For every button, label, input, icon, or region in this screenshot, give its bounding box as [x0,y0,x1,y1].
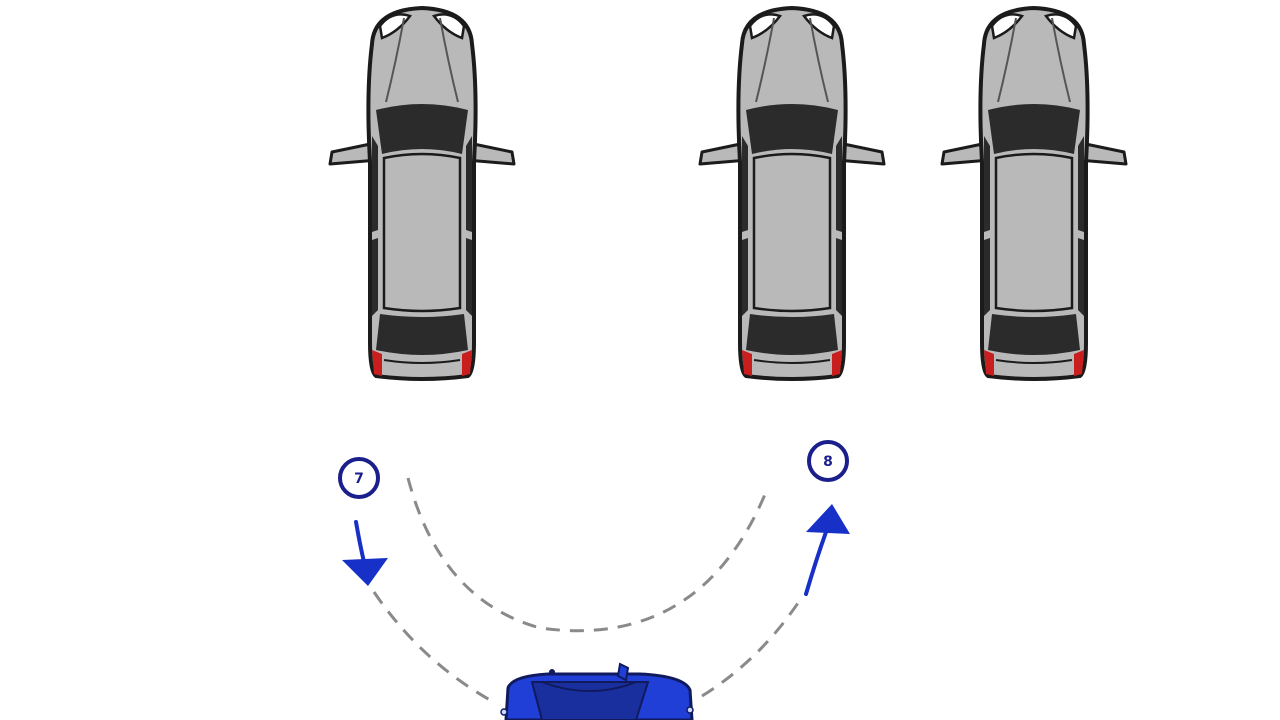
car-top-view-icon [328,6,516,381]
step-number: 7 [354,471,364,487]
moving-car [500,662,694,720]
arrow-down-icon [342,520,388,586]
arrow-up-icon [804,504,850,596]
outer-path-right [701,599,802,698]
parked-car-3 [940,6,1128,381]
car-top-view-icon [940,6,1128,381]
step-marker-7: 7 [338,457,380,499]
inner-path-curve [406,477,768,633]
step-marker-8: 8 [807,440,849,482]
parked-car-2 [698,6,886,381]
car-top-view-icon [698,6,886,381]
parked-car-1 [328,6,516,381]
outer-path-left [372,591,491,702]
step-number: 8 [823,454,833,470]
